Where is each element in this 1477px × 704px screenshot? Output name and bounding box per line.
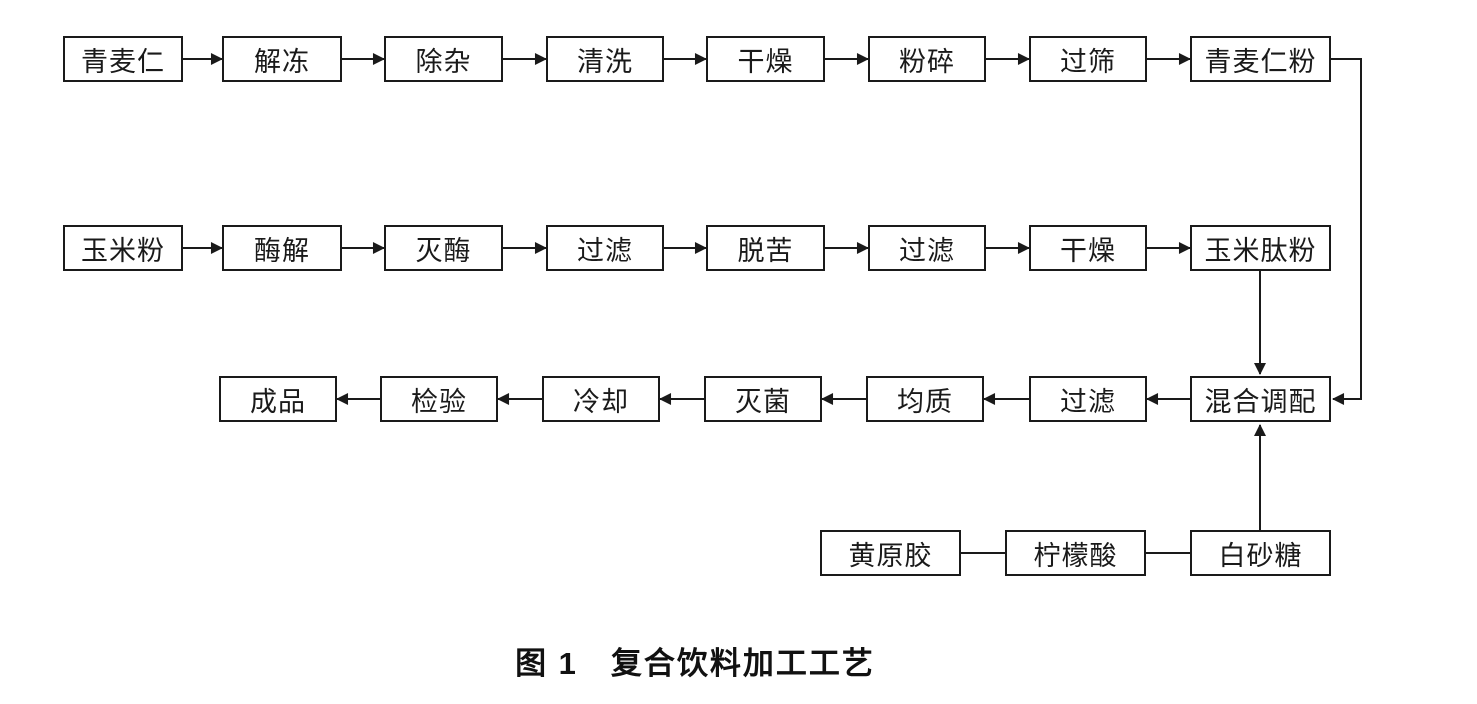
node-enzymolysis: 酶解 (222, 225, 342, 271)
node-sieving: 过筛 (1029, 36, 1147, 82)
node-crushing: 粉碎 (868, 36, 986, 82)
node-drying: 干燥 (706, 36, 825, 82)
node-debittering: 脱苦 (706, 225, 825, 271)
node-filtration-2: 过滤 (868, 225, 986, 271)
arrow-wheat-powder-to-mixing (1331, 58, 1362, 405)
node-enzyme-deactivation: 灭酶 (384, 225, 503, 271)
node-filtration-1: 过滤 (546, 225, 664, 271)
node-drying-2: 干燥 (1029, 225, 1147, 271)
node-citric-acid: 柠檬酸 (1005, 530, 1146, 576)
node-corn-peptide-powder: 玉米肽粉 (1190, 225, 1331, 271)
node-cooling: 冷却 (542, 376, 660, 422)
node-xanthan-gum: 黄原胶 (820, 530, 961, 576)
node-filtration-3: 过滤 (1029, 376, 1147, 422)
node-homogenization: 均质 (866, 376, 984, 422)
node-corn-flour: 玉米粉 (63, 225, 183, 271)
node-inspection: 检验 (380, 376, 498, 422)
node-thawing: 解冻 (222, 36, 342, 82)
node-green-wheat-kernel: 青麦仁 (63, 36, 183, 82)
figure-caption: 图 1 复合饮料加工工艺 (515, 646, 875, 681)
node-washing: 清洗 (546, 36, 664, 82)
node-mixing-blending: 混合调配 (1190, 376, 1331, 422)
node-green-wheat-kernel-powder: 青麦仁粉 (1190, 36, 1331, 82)
node-sterilization: 灭菌 (704, 376, 822, 422)
node-impurity-removal: 除杂 (384, 36, 503, 82)
node-white-sugar: 白砂糖 (1190, 530, 1331, 576)
node-finished-product: 成品 (219, 376, 337, 422)
